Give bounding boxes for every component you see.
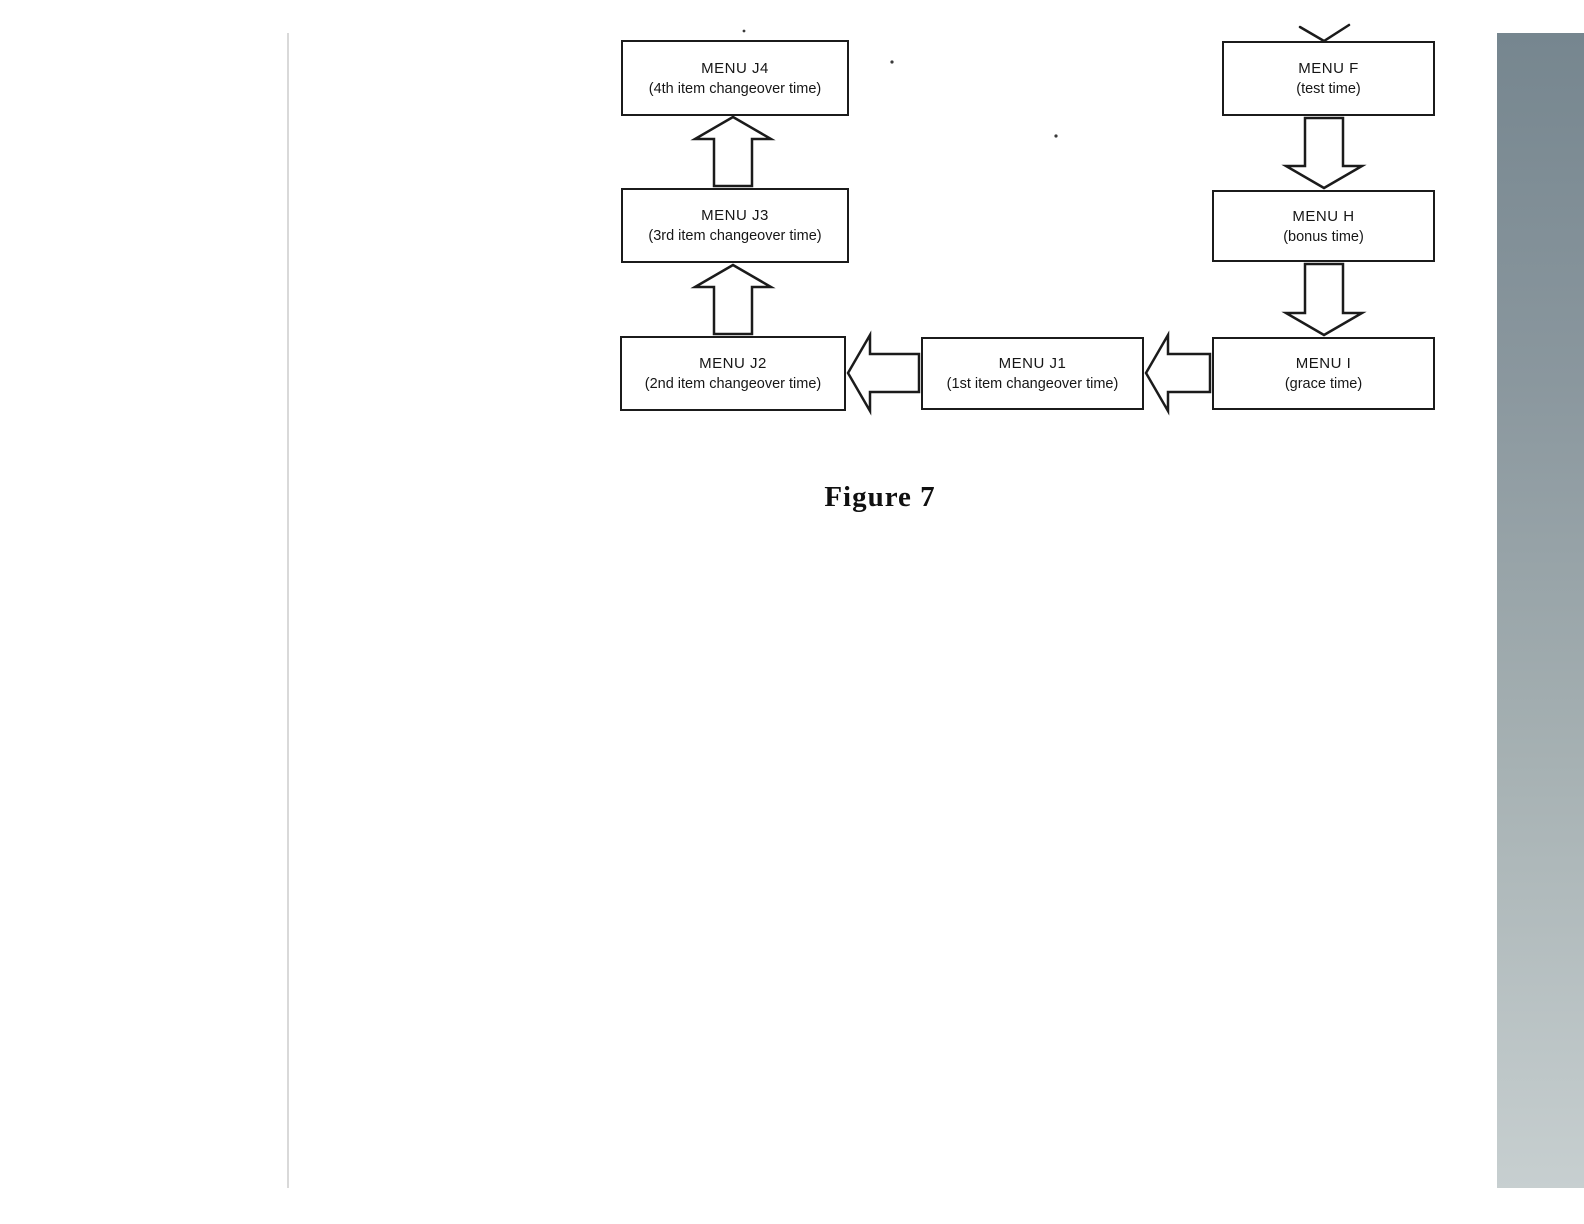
node-menu-j1-subtitle: (1st item changeover time)	[946, 376, 1119, 392]
node-menu-j3-title: MENU J3	[701, 207, 769, 224]
node-menu-h: MENU H (bonus time)	[1212, 190, 1435, 262]
down-arrow-f-to-h-icon	[1281, 116, 1367, 190]
down-arrow-h-to-i-icon	[1281, 262, 1367, 337]
node-menu-h-subtitle: (bonus time)	[1283, 228, 1364, 245]
node-menu-i-title: MENU I	[1295, 355, 1352, 372]
node-menu-j4-subtitle: (4th item changeover time)	[648, 80, 822, 97]
side-gradient-strip	[1497, 33, 1584, 1188]
figure-caption: Figure 7	[824, 481, 936, 513]
node-menu-j4: MENU J4 (4th item changeover time)	[621, 40, 849, 116]
node-menu-i-subtitle: (grace time)	[1284, 376, 1363, 392]
left-arrow-j1-to-j2-icon	[846, 330, 921, 416]
node-menu-j1: MENU J1 (1st item changeover time)	[921, 337, 1144, 410]
node-menu-j4-title: MENU J4	[701, 59, 769, 77]
node-menu-f-title: MENU F	[1298, 60, 1359, 77]
node-menu-j3-subtitle: (3rd item changeover time)	[648, 228, 822, 244]
node-menu-i: MENU I (grace time)	[1212, 337, 1435, 410]
up-arrow-j3-to-j4-icon	[690, 115, 776, 188]
node-menu-j1-title: MENU J1	[998, 355, 1067, 372]
scan-speck	[890, 60, 894, 64]
node-menu-j2-subtitle: (2nd item changeover time)	[644, 376, 822, 392]
left-arrow-i-to-j1-icon	[1144, 330, 1212, 416]
scan-speck	[1054, 134, 1058, 138]
left-margin-rule	[287, 33, 289, 1188]
chevron-into-f-icon	[1298, 23, 1351, 43]
scan-speck	[742, 29, 746, 33]
node-menu-f-subtitle: (test time)	[1296, 81, 1361, 97]
up-arrow-j2-to-j3-icon	[690, 263, 776, 336]
node-menu-j3: MENU J3 (3rd item changeover time)	[621, 188, 849, 263]
node-menu-h-title: MENU H	[1292, 207, 1355, 225]
node-menu-f: MENU F (test time)	[1222, 41, 1435, 116]
node-menu-j2-title: MENU J2	[699, 355, 767, 372]
node-menu-j2: MENU J2 (2nd item changeover time)	[620, 336, 846, 411]
